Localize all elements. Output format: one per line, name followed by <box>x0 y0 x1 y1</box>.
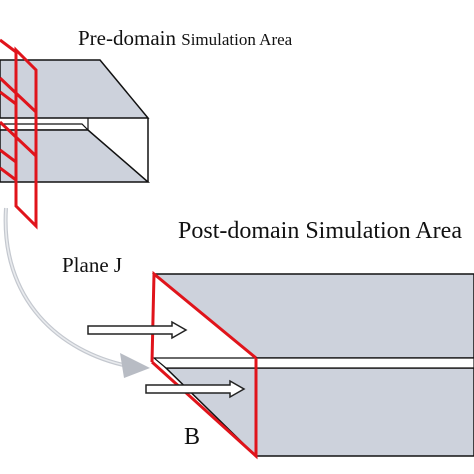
flow-arrow-lower <box>145 379 246 399</box>
plane-j-label: Plane J <box>62 253 122 277</box>
point-b-label: B <box>184 424 200 450</box>
transfer-arrow <box>3 207 150 378</box>
pre-domain-plane-line-6 <box>0 166 17 182</box>
flow-arrow-lower-shape <box>145 379 246 399</box>
transfer-arrow-head <box>120 353 150 378</box>
pre-domain-plane-line-3 <box>0 90 17 106</box>
flow-arrow-upper-shape <box>87 320 188 340</box>
post-domain-label: Post-domain Simulation Area <box>178 218 462 244</box>
pre-domain-label: Pre-domain Simulation Area <box>78 26 293 50</box>
pre-domain-plane-line-5 <box>0 148 17 164</box>
post-domain-slit <box>152 357 474 369</box>
pre-domain-upper-face <box>0 59 150 119</box>
pre-domain-label-small: Simulation Area <box>181 30 292 49</box>
pre-domain-plane-line-2 <box>0 76 38 114</box>
pre-domain-plane-outline <box>14 46 38 230</box>
pre-domain-plane-line-4 <box>0 120 38 158</box>
post-domain-lower-face <box>164 367 474 457</box>
post-domain-box <box>151 273 474 457</box>
transfer-arrow-curve-inner <box>4 207 129 367</box>
pre-domain-slit <box>0 123 90 131</box>
pre-domain-box <box>0 59 151 183</box>
pre-domain-red-planes <box>0 38 38 230</box>
transfer-arrow-curve <box>3 207 129 368</box>
flow-arrow-upper <box>87 320 188 340</box>
pre-domain-lower-face <box>0 129 151 183</box>
pre-domain-label-main: Pre-domain <box>78 26 181 50</box>
pre-domain-plane-line-1 <box>0 38 17 54</box>
post-domain-upper-face <box>151 273 474 359</box>
